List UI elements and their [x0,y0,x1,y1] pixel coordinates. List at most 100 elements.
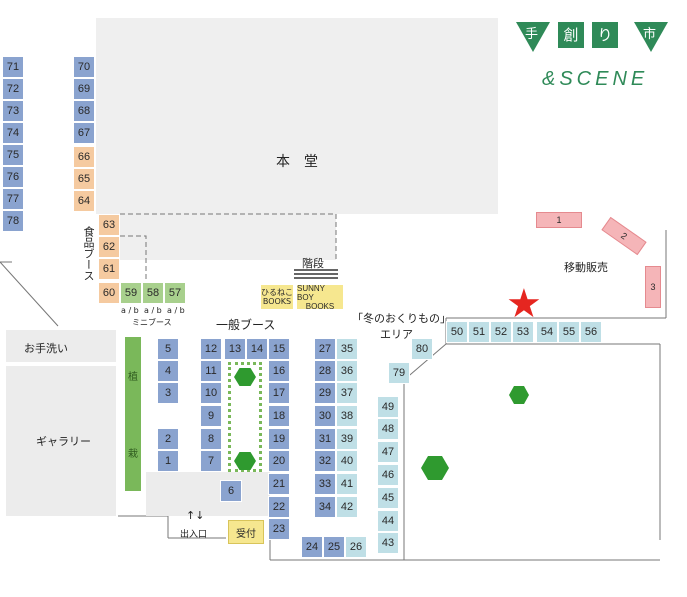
logo-char-tile: り [592,22,618,48]
booth[interactable]: 47 [377,441,399,463]
booth[interactable]: 63 [98,214,120,236]
booth[interactable]: 59 [120,282,142,304]
booth[interactable]: 25 [323,536,345,558]
booth[interactable]: 17 [268,382,290,404]
booth[interactable]: 58 [142,282,164,304]
booth[interactable]: 2 [157,428,179,450]
booth[interactable]: 19 [268,428,290,450]
booth[interactable]: 54 [536,321,558,343]
booth[interactable]: 74 [2,122,24,144]
booth[interactable]: 18 [268,405,290,427]
gallery [6,366,116,516]
booth[interactable]: 43 [377,532,399,554]
booth[interactable]: 37 [336,382,358,404]
booth[interactable]: 50 [446,321,468,343]
booth[interactable]: 73 [2,100,24,122]
booth[interactable]: 6 [220,480,242,502]
sponsor-line: BOOKS [305,301,335,311]
booth[interactable]: 4 [157,360,179,382]
entrance-area [146,472,270,516]
booth[interactable]: 72 [2,78,24,100]
booth[interactable]: 39 [336,428,358,450]
booth[interactable]: 55 [558,321,580,343]
booth[interactable]: 12 [200,338,222,360]
mobile-sales-stall[interactable]: 1 [536,212,582,228]
booth[interactable]: 79 [388,362,410,384]
booth[interactable]: 71 [2,56,24,78]
logo-char: 市 [643,27,657,42]
booth[interactable]: 66 [73,146,95,168]
booth[interactable]: 77 [2,188,24,210]
booth[interactable]: 70 [73,56,95,78]
booth[interactable]: 42 [336,496,358,518]
booth[interactable]: 21 [268,473,290,495]
booth[interactable]: 23 [268,518,290,540]
booth[interactable]: 9 [200,405,222,427]
booth[interactable]: 15 [268,338,290,360]
booth[interactable]: 26 [345,536,367,558]
stairs-line [294,273,338,275]
booth[interactable]: 13 [224,338,246,360]
booth[interactable]: 20 [268,450,290,472]
mini-slot: a / b [121,306,139,315]
booth[interactable]: 31 [314,428,336,450]
booth[interactable]: 28 [314,360,336,382]
booth[interactable]: 8 [200,428,222,450]
booth[interactable]: 30 [314,405,336,427]
booth[interactable]: 22 [268,496,290,518]
booth[interactable]: 65 [73,168,95,190]
booth[interactable]: 60 [98,282,120,304]
booth[interactable]: 38 [336,405,358,427]
booth[interactable]: 48 [377,418,399,440]
booth[interactable]: 80 [411,338,433,360]
booth[interactable]: 29 [314,382,336,404]
sponsor-line: BOOKS [262,297,292,306]
booth[interactable]: 16 [268,360,290,382]
stairs-line [294,269,338,271]
booth[interactable]: 27 [314,338,336,360]
booth[interactable]: 61 [98,258,120,280]
booth[interactable]: 68 [73,100,95,122]
sponsor-line: SUNNY BOY [297,283,325,302]
main-hall-annex [120,214,336,260]
booth[interactable]: 57 [164,282,186,304]
stairs-line [294,277,338,279]
booth[interactable]: 35 [336,338,358,360]
booth[interactable]: 10 [200,382,222,404]
booth[interactable]: 14 [246,338,268,360]
booth[interactable]: 41 [336,473,358,495]
booth[interactable]: 46 [377,464,399,486]
booth[interactable]: 75 [2,144,24,166]
booth[interactable]: 78 [2,210,24,232]
booth[interactable]: 36 [336,360,358,382]
booth[interactable]: 52 [490,321,512,343]
mobile-sales-stall[interactable]: 3 [645,266,661,308]
booth[interactable]: 64 [73,190,95,212]
gallery-label: ギャラリー [36,435,91,448]
main-hall-label: 本 堂 [276,154,318,170]
booth[interactable]: 44 [377,510,399,532]
booth[interactable]: 11 [200,360,222,382]
booth[interactable]: 67 [73,122,95,144]
booth[interactable]: 62 [98,236,120,258]
booth[interactable]: 33 [314,473,336,495]
booth[interactable]: 69 [73,78,95,100]
booth[interactable]: 3 [157,382,179,404]
booth[interactable]: 56 [580,321,602,343]
booth[interactable]: 49 [377,396,399,418]
booth[interactable]: 53 [512,321,534,343]
booth[interactable]: 40 [336,450,358,472]
booth[interactable]: 1 [157,450,179,472]
planting-strip: 植 栽 [124,336,142,492]
logo-char: 手 [525,27,539,42]
booth[interactable]: 32 [314,450,336,472]
reception-label: 受付 [236,528,256,540]
event-logo: 手 創 り 市 &SCENE [516,20,668,100]
booth[interactable]: 7 [200,450,222,472]
booth[interactable]: 24 [301,536,323,558]
booth[interactable]: 5 [157,338,179,360]
booth[interactable]: 76 [2,166,24,188]
booth[interactable]: 34 [314,496,336,518]
booth[interactable]: 51 [468,321,490,343]
booth[interactable]: 45 [377,487,399,509]
